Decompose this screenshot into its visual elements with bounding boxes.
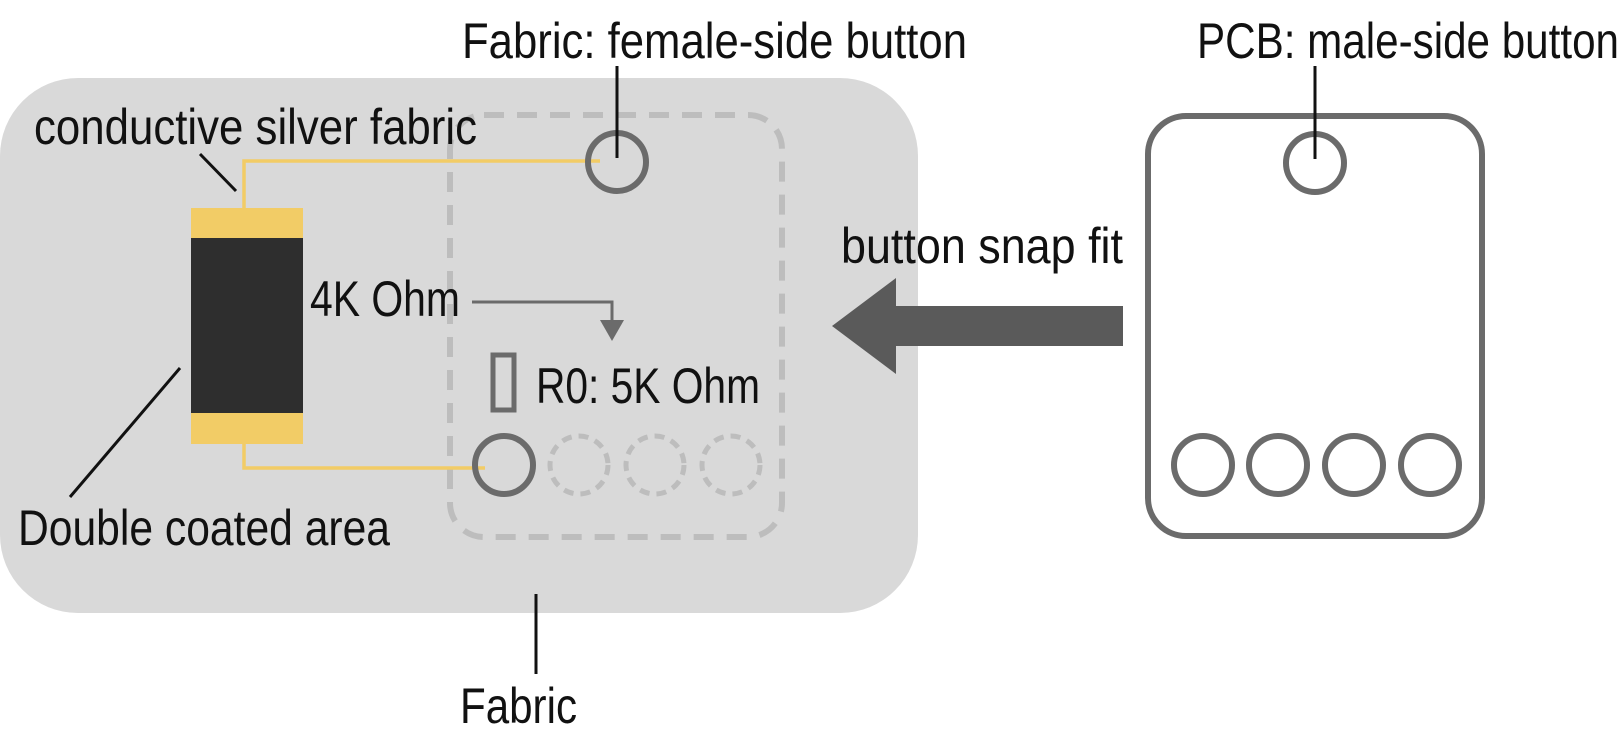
silver-fabric-trace-top (242, 159, 600, 210)
label-double-coated: Double coated area (18, 500, 390, 556)
female-button-bottom (472, 433, 536, 497)
label-four-k: 4K Ohm (310, 271, 460, 327)
label-fabric-female: Fabric: female-side button (462, 13, 967, 69)
label-pcb-male: PCB: male-side button (1197, 13, 1619, 69)
male-button-4 (1398, 433, 1462, 497)
silver-fabric-leader (198, 152, 238, 193)
label-silver-fabric: conductive silver fabric (34, 99, 477, 155)
r0-symbol (490, 352, 517, 413)
label-r0: R0: 5K Ohm (536, 358, 760, 414)
label-fabric: Fabric (460, 678, 577, 734)
male-button-1 (1171, 433, 1235, 497)
dashed-button-3 (699, 433, 763, 497)
arrow-left-icon (832, 278, 1123, 374)
pcb-board (1145, 113, 1485, 539)
dashed-button-2 (623, 433, 687, 497)
double-coated-leader (68, 367, 182, 498)
male-button-3 (1322, 433, 1386, 497)
resistor-end-bottom (191, 413, 303, 444)
resistor-end-top (191, 208, 303, 241)
label-snap-fit: button snap fit (841, 218, 1123, 274)
four-k-pointer-line (472, 300, 614, 322)
resistor-body (191, 238, 303, 415)
arrow-down-icon (600, 320, 624, 341)
dashed-button-1 (547, 433, 611, 497)
silver-fabric-trace-bottom (242, 444, 485, 470)
male-button-2 (1246, 433, 1310, 497)
